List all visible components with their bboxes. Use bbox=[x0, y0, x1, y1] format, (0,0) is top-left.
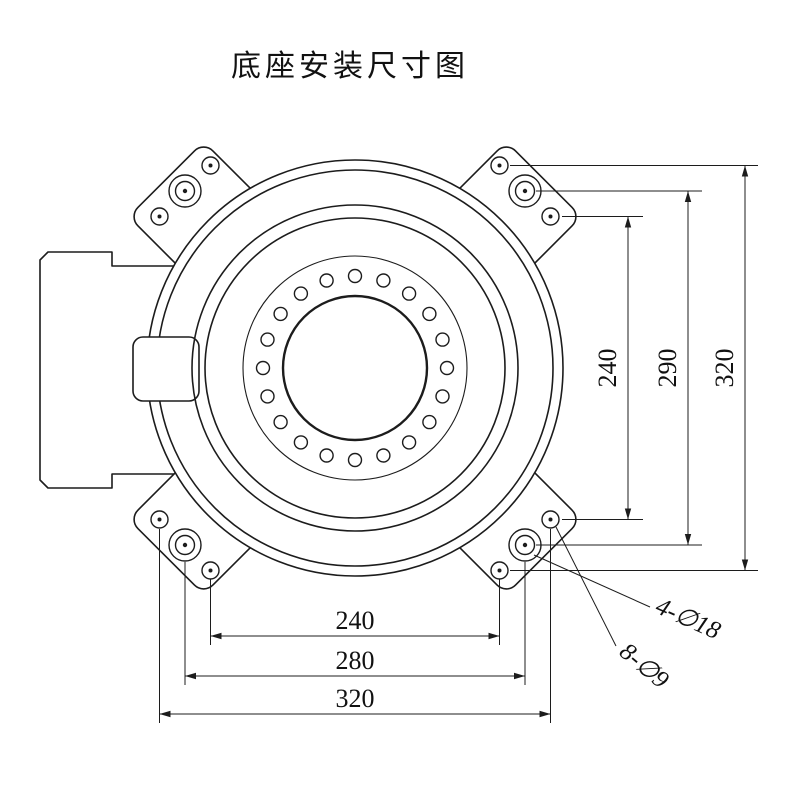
bolt-hole bbox=[319, 448, 334, 463]
bolt-hole bbox=[401, 435, 417, 450]
arrowhead bbox=[185, 672, 196, 680]
bolt-hole bbox=[376, 448, 391, 463]
dim-label-horizontal-240: 240 bbox=[336, 606, 375, 635]
hole-center-mark bbox=[497, 163, 502, 168]
bolt-hole bbox=[422, 306, 437, 322]
hole-center-mark bbox=[182, 188, 188, 194]
boss-circle-outer bbox=[191, 204, 519, 532]
leader-label-large-holes: 4-∅18 bbox=[652, 593, 725, 645]
hole-center-mark bbox=[157, 214, 162, 219]
bolt-hole bbox=[319, 273, 334, 288]
extension-line bbox=[159, 529, 551, 723]
arrowhead bbox=[741, 165, 749, 177]
counterbore-circle bbox=[242, 255, 468, 481]
bolt-hole bbox=[376, 273, 391, 288]
bolt-hole bbox=[422, 414, 437, 430]
hole-center-mark bbox=[157, 517, 162, 522]
dim-horizontal-280: 280 bbox=[184, 562, 526, 685]
dim-label-vertical-290: 290 bbox=[653, 349, 682, 388]
center-bore bbox=[281, 294, 429, 442]
arrowhead bbox=[624, 508, 632, 520]
extension-line bbox=[210, 579, 500, 645]
bolt-hole bbox=[273, 414, 288, 430]
bolt-hole-ring bbox=[255, 268, 455, 468]
dim-label-horizontal-280: 280 bbox=[336, 646, 375, 675]
arrowhead bbox=[514, 672, 525, 680]
bolt-hole bbox=[347, 452, 363, 468]
hole-center-mark bbox=[208, 163, 213, 168]
bolt-hole bbox=[439, 360, 455, 376]
leader-line bbox=[533, 554, 651, 608]
extension-line bbox=[510, 165, 758, 571]
left-boss-notch bbox=[132, 336, 200, 402]
leader-large-holes: 4-∅18 bbox=[533, 554, 725, 645]
extension-line bbox=[184, 562, 526, 685]
hole-center-mark bbox=[522, 188, 528, 194]
base-outer-circle bbox=[146, 159, 564, 577]
arrowhead bbox=[210, 632, 222, 640]
bolt-hole bbox=[255, 360, 271, 376]
bolt-hole bbox=[435, 332, 450, 347]
bolt-hole bbox=[401, 286, 417, 301]
arrowhead bbox=[684, 534, 692, 545]
bolt-hole bbox=[347, 268, 363, 284]
bolt-hole bbox=[435, 389, 450, 404]
leader-line bbox=[555, 526, 617, 647]
arrowhead bbox=[684, 191, 692, 202]
bolt-hole bbox=[293, 286, 309, 301]
extension-line bbox=[562, 216, 643, 520]
dim-label-horizontal-320: 320 bbox=[336, 684, 375, 713]
hole-center-mark bbox=[208, 568, 213, 573]
dim-label-vertical-240: 240 bbox=[593, 349, 622, 388]
bolt-hole bbox=[260, 389, 275, 404]
arrowhead bbox=[741, 559, 749, 571]
side-bracket bbox=[39, 251, 191, 489]
boss-circle-inner bbox=[204, 217, 506, 519]
hole-center-mark bbox=[548, 214, 553, 219]
arrowhead bbox=[488, 632, 500, 640]
dim-vertical-290: 290 bbox=[536, 190, 702, 546]
hole-center-mark bbox=[522, 542, 528, 548]
arrowhead bbox=[159, 710, 171, 718]
dim-label-vertical-320: 320 bbox=[710, 349, 739, 388]
bolt-hole bbox=[273, 306, 288, 322]
arrowhead bbox=[539, 710, 551, 718]
dim-horizontal-240: 240 bbox=[210, 579, 500, 645]
arrowhead bbox=[624, 216, 632, 228]
dim-horizontal-320: 320 bbox=[159, 529, 551, 723]
hole-center-mark bbox=[182, 542, 188, 548]
extension-line bbox=[536, 190, 702, 546]
hole-center-mark bbox=[548, 517, 553, 522]
leader-label-small-holes: 8-∅9 bbox=[614, 638, 674, 694]
drawing-title: 底座安装尺寸图 bbox=[231, 49, 469, 84]
hole-center-mark bbox=[497, 568, 502, 573]
bolt-hole bbox=[260, 332, 275, 347]
dim-vertical-240: 240 bbox=[562, 216, 643, 520]
dim-vertical-320: 320 bbox=[510, 165, 758, 571]
bolt-hole bbox=[293, 435, 309, 450]
corner-mounting-holes bbox=[150, 156, 560, 580]
